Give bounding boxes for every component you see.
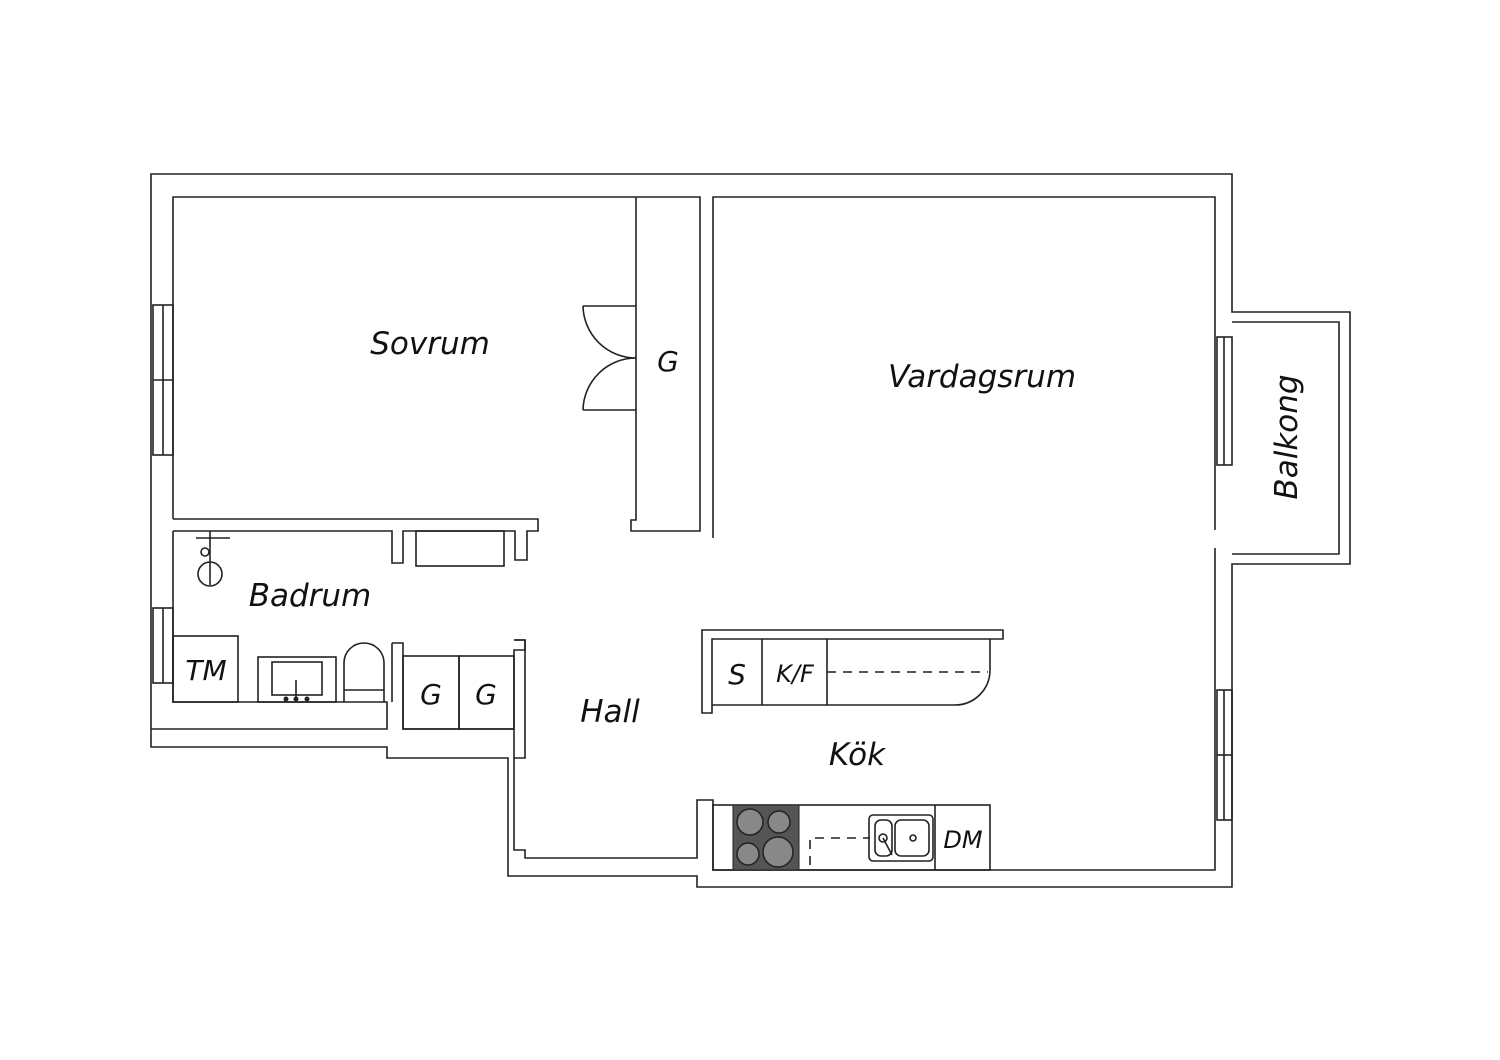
stove-burners-icon bbox=[736, 808, 794, 868]
wardrobe-label: G bbox=[475, 678, 497, 711]
wardrobe-label: G bbox=[420, 678, 442, 711]
bedroom-wall bbox=[172, 196, 701, 532]
shower-icon bbox=[196, 531, 230, 587]
outer-wall bbox=[150, 173, 1351, 888]
kitchen-counter-bottom bbox=[712, 804, 991, 871]
bathroom-sink-icon bbox=[257, 656, 337, 703]
washing-machine-label: TM bbox=[185, 654, 226, 687]
room-label-balkong: Balkong bbox=[1269, 374, 1305, 499]
washing-machine bbox=[172, 635, 239, 703]
hall-wall bbox=[151, 531, 526, 758]
room-label-badrum: Badrum bbox=[249, 578, 372, 614]
room-label-hall: Hall bbox=[580, 694, 640, 730]
hall-wardrobe bbox=[458, 655, 515, 730]
balcony-railing bbox=[1232, 321, 1340, 555]
room-label-vardagsrum: Vardagsrum bbox=[888, 359, 1076, 395]
wardrobe-door-swing bbox=[582, 305, 637, 411]
counter-dashed-line bbox=[809, 837, 870, 865]
toilet-icon bbox=[343, 642, 385, 702]
kitchen-sink-icon bbox=[868, 814, 934, 862]
room-label-sovrum: Sovrum bbox=[370, 326, 490, 362]
kitchen-counter-top bbox=[701, 629, 1004, 714]
fridge-freezer-label: K/F bbox=[776, 660, 815, 688]
room-label-kok: Kök bbox=[829, 737, 886, 773]
bedroom-bottom-wall bbox=[173, 518, 539, 564]
dishwasher-label: DM bbox=[943, 826, 982, 854]
freezer-label: S bbox=[728, 658, 746, 691]
wardrobe-label: G bbox=[657, 345, 679, 378]
bathroom-shelf bbox=[415, 530, 505, 567]
